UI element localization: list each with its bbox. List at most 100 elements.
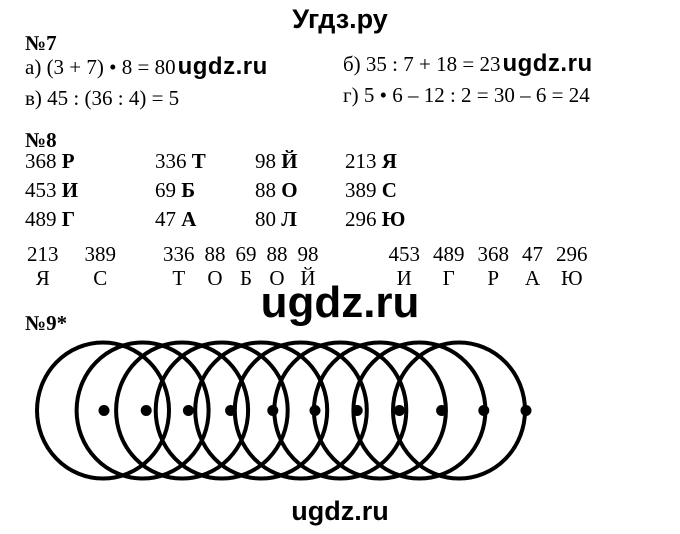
circle-outline bbox=[74, 340, 211, 481]
circle-outline bbox=[153, 340, 290, 481]
circle-outline bbox=[114, 340, 251, 481]
decoded-number: 368 bbox=[477, 242, 510, 266]
decoded-letter: Т bbox=[172, 266, 186, 290]
code-cell: 453 И bbox=[25, 176, 155, 205]
decoded-letter: Р bbox=[487, 266, 500, 290]
decoded-number: 88 bbox=[204, 242, 226, 266]
decoded-number: 88 bbox=[266, 242, 288, 266]
code-letter: И bbox=[61, 178, 79, 202]
site-header: Угдз.ру bbox=[292, 4, 388, 34]
code-letter: Б bbox=[181, 178, 196, 202]
center-dot bbox=[393, 405, 405, 416]
circles-figure bbox=[35, 340, 532, 481]
code-number: 453 bbox=[25, 178, 57, 202]
task9-label: №9* bbox=[25, 311, 68, 335]
decoded-number: 69 bbox=[235, 242, 257, 266]
center-watermark: ugdz.ru bbox=[260, 278, 420, 327]
decoded-letter: А bbox=[524, 266, 541, 290]
decoded-number: 98 bbox=[297, 242, 319, 266]
problem-7b: б) 35 : 7 + 18 = 23ugdz.ru bbox=[343, 50, 593, 77]
code-number: 336 bbox=[155, 149, 187, 173]
problem-7g: г) 5 • 6 – 12 : 2 = 30 – 6 = 24 bbox=[343, 83, 590, 107]
circle-outline bbox=[351, 340, 488, 481]
inline-watermark: ugdz.ru bbox=[177, 53, 268, 80]
code-number: 88 bbox=[255, 178, 276, 202]
code-cell: 389 С bbox=[345, 176, 405, 205]
decoded-number: 336 bbox=[163, 242, 195, 266]
center-dot bbox=[98, 405, 110, 416]
decoded-number: 389 bbox=[84, 242, 117, 266]
circle-outline bbox=[391, 340, 527, 481]
center-dot bbox=[140, 405, 152, 416]
task7-label: №7 bbox=[25, 31, 57, 55]
decoded-number: 47 bbox=[522, 242, 543, 266]
inline-watermark: ugdz.ru bbox=[502, 50, 593, 77]
code-letter: Л bbox=[281, 207, 297, 231]
code-letter: Т bbox=[191, 149, 206, 173]
task8-label: №8 bbox=[25, 128, 57, 152]
code-letter: С bbox=[381, 178, 397, 202]
code-number: 213 bbox=[345, 149, 377, 173]
decoded-number: 453 bbox=[388, 242, 421, 266]
code-cell: 489 Г bbox=[25, 205, 155, 234]
bottom-watermark: ugdz.ru bbox=[291, 496, 389, 526]
code-number: 80 bbox=[255, 207, 276, 231]
code-cell: 296 Ю bbox=[345, 205, 405, 234]
circle-outline bbox=[272, 340, 409, 481]
code-cell: 213 Я bbox=[345, 147, 405, 176]
center-dot bbox=[351, 405, 363, 416]
code-letter: О bbox=[281, 178, 298, 202]
code-cell: 80 Л bbox=[255, 205, 345, 234]
decoded-letter: И bbox=[396, 266, 412, 290]
center-dot bbox=[182, 405, 194, 416]
code-letter: А bbox=[181, 207, 197, 231]
code-letter: Й bbox=[281, 149, 298, 173]
code-letter: Г bbox=[61, 207, 76, 231]
problem-7v-text: в) 45 : (36 : 4) = 5 bbox=[25, 86, 180, 110]
code-cell: 47 А bbox=[155, 205, 255, 234]
center-dot bbox=[520, 405, 532, 416]
code-number: 389 bbox=[345, 178, 377, 202]
decoded-letter: Ю bbox=[560, 266, 583, 290]
problem-7b-text: б) 35 : 7 + 18 = 23 bbox=[343, 52, 501, 76]
decoded-letter: О bbox=[269, 266, 285, 290]
code-cell: 336 Т bbox=[155, 147, 255, 176]
code-number: 489 bbox=[25, 207, 57, 231]
circle-outline bbox=[232, 340, 369, 481]
center-dot bbox=[478, 405, 490, 416]
decoded-letter: Я bbox=[35, 266, 50, 290]
decoded-letter: Й bbox=[300, 266, 316, 290]
code-cell: 69 Б bbox=[155, 176, 255, 205]
problem-7a: а) (3 + 7) • 8 = 80ugdz.ru bbox=[25, 53, 268, 80]
code-number: 368 bbox=[25, 149, 57, 173]
decoded-letter: О bbox=[207, 266, 223, 290]
code-cell: 98 Й bbox=[255, 147, 345, 176]
code-number: 47 bbox=[155, 207, 176, 231]
center-dot bbox=[436, 405, 448, 416]
circle-outline bbox=[311, 340, 448, 481]
problem-7a-text: а) (3 + 7) • 8 = 80 bbox=[25, 55, 176, 79]
code-letter: Я bbox=[381, 149, 397, 173]
decoded-number: 296 bbox=[556, 242, 588, 266]
decoded-letter: С bbox=[93, 266, 108, 290]
decoded-letter: Б bbox=[239, 266, 253, 290]
center-dot bbox=[267, 405, 279, 416]
problem-7g-text: г) 5 • 6 – 12 : 2 = 30 – 6 = 24 bbox=[343, 83, 590, 107]
code-letter: Р bbox=[61, 149, 75, 173]
